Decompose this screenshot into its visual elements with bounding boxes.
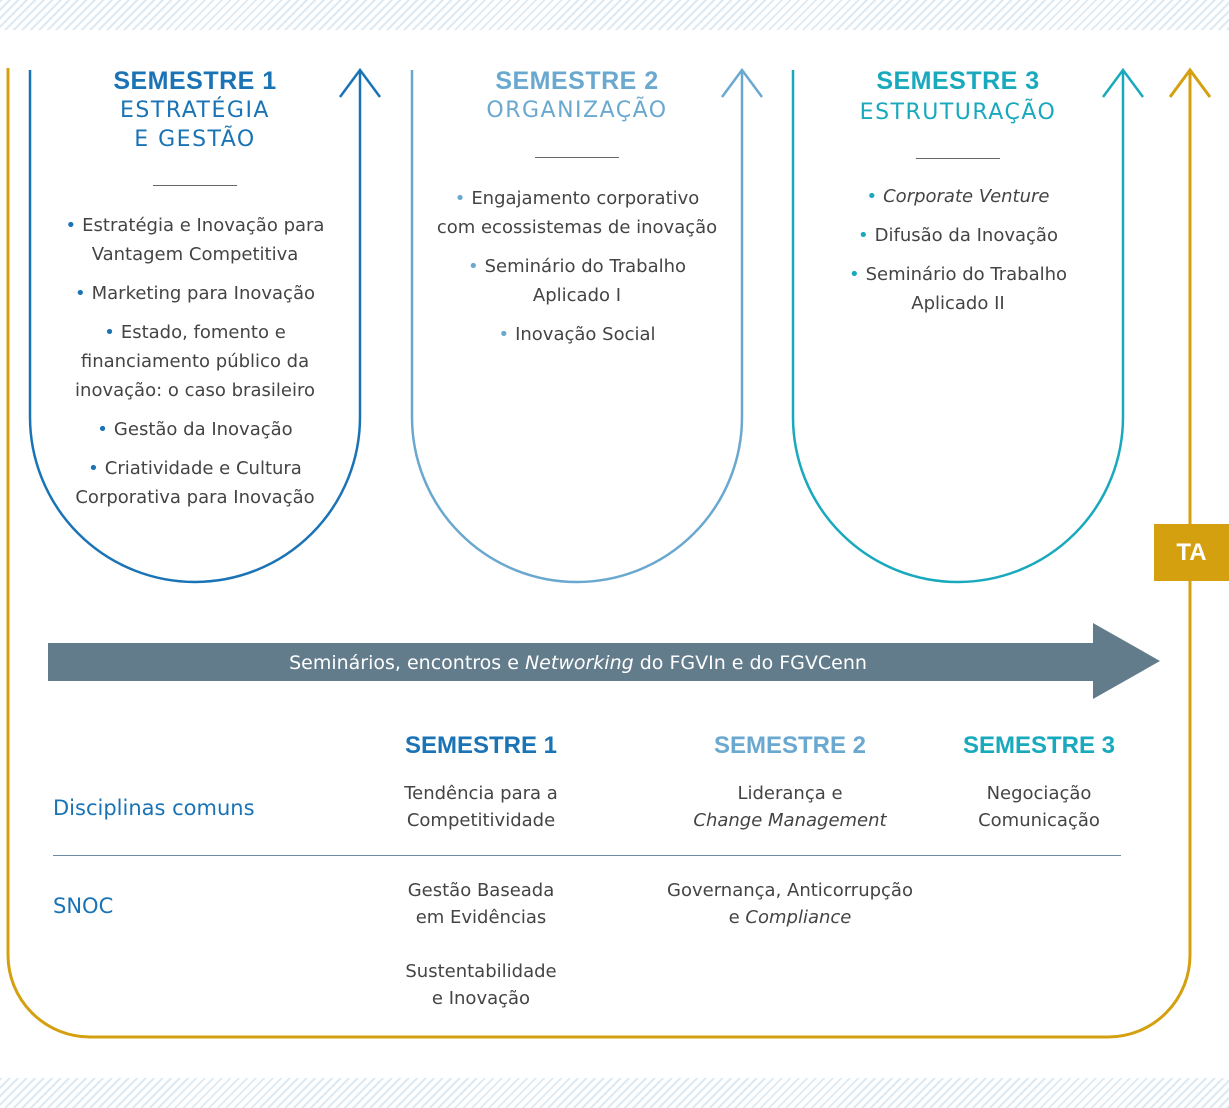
semester-3-column: SEMESTRE 3 ESTRUTURAÇÃO •Corporate Ventu… [793, 66, 1123, 328]
semester-1-loop [28, 70, 362, 584]
cell-common-semester-3: Negociação Comunicação [978, 783, 1100, 831]
bullet-icon: • [104, 322, 115, 343]
bullet-icon: • [65, 215, 77, 236]
row-label-disciplinas-comuns: Disciplinas comuns [53, 796, 255, 820]
semester-2-divider [535, 157, 619, 158]
bullet-icon: • [848, 264, 860, 285]
semester-2-subtitle: ORGANIZAÇÃO [486, 98, 668, 123]
semester-2-loop [410, 70, 744, 584]
bullet-icon: • [858, 225, 869, 246]
bullet-icon: • [88, 458, 99, 479]
list-item: •Estado, fomento e financiamento público… [75, 322, 315, 401]
semester-3-subtitle: ESTRUTURAÇÃO [859, 100, 1057, 125]
top-stripe-band [0, 0, 1229, 30]
row-label-snoc: SNOC [53, 894, 114, 918]
list-item: •Corporate Venture [866, 186, 1050, 207]
list-item: •Gestão da Inovação [97, 419, 293, 440]
seminars-arrow [48, 623, 1160, 699]
bullet-icon: • [74, 283, 86, 304]
semester-3-arrow-head-icon [1101, 67, 1145, 98]
bullet-icon: • [454, 188, 466, 209]
semester-1-title: SEMESTRE 1 [113, 67, 277, 95]
table-header-semester-2: SEMESTRE 2 [713, 732, 867, 759]
semester-3-divider [916, 158, 1000, 159]
semester-3-loop [791, 70, 1125, 584]
semester-2-course-list: •Engajamento corporativo com ecossistema… [412, 184, 742, 349]
ta-arrow-head-icon [1168, 67, 1212, 98]
cell-common-semester-2: Liderança e Change Management [693, 783, 887, 831]
list-item: •Seminário do Trabalho Aplicado I [467, 256, 687, 306]
semester-1-arrow-head-icon [338, 67, 382, 98]
semester-1-course-list: •Estratégia e Inovação para Vantagem Com… [30, 211, 360, 512]
list-item: •Inovação Social [498, 324, 656, 345]
table-header-semester-1: SEMESTRE 1 [404, 732, 558, 759]
list-item: •Seminário do Trabalho Aplicado II [848, 264, 1068, 314]
semester-1-subtitle-line-2: E GESTÃO [134, 127, 256, 152]
table-row-divider [53, 855, 1121, 856]
bullet-icon: • [97, 419, 108, 440]
list-item: •Engajamento corporativo com ecossistema… [436, 188, 718, 238]
semester-1-column: SEMESTRE 1 ESTRATÉGIA E GESTÃO •Estratég… [30, 66, 360, 522]
semester-3-title: SEMESTRE 3 [876, 67, 1040, 95]
semester-2-column: SEMESTRE 2 ORGANIZAÇÃO •Engajamento corp… [412, 66, 742, 359]
bullet-icon: • [866, 186, 878, 207]
bullet-icon: • [498, 324, 510, 345]
list-item: •Difusão da Inovação [858, 225, 1058, 246]
list-item: •Criatividade e Cultura Corporativa para… [75, 458, 315, 508]
ta-outer-loop [6, 68, 1192, 1039]
cell-common-semester-1: Tendência para a Competitividade [404, 783, 558, 831]
semester-1-subtitle-line-1: ESTRATÉGIA [120, 98, 270, 123]
table-header-semester-3: SEMESTRE 3 [962, 732, 1116, 759]
list-item: •Estratégia e Inovação para Vantagem Com… [65, 215, 325, 265]
bullet-icon: • [467, 256, 479, 277]
cell-snoc-semester-2: Governança, Anticorrupção e Compliance [667, 880, 913, 928]
ta-badge: TA [1154, 524, 1229, 581]
semester-3-course-list: •Corporate Venture •Difusão da Inovação … [793, 182, 1123, 318]
semester-1-divider [153, 185, 237, 186]
semester-2-arrow-head-icon [720, 67, 764, 98]
seminars-arrow-label: Seminários, encontros e Networking do FG… [289, 652, 867, 674]
list-item: •Marketing para Inovação [74, 283, 316, 304]
bottom-stripe-band [0, 1078, 1229, 1108]
semester-2-title: SEMESTRE 2 [495, 67, 659, 95]
